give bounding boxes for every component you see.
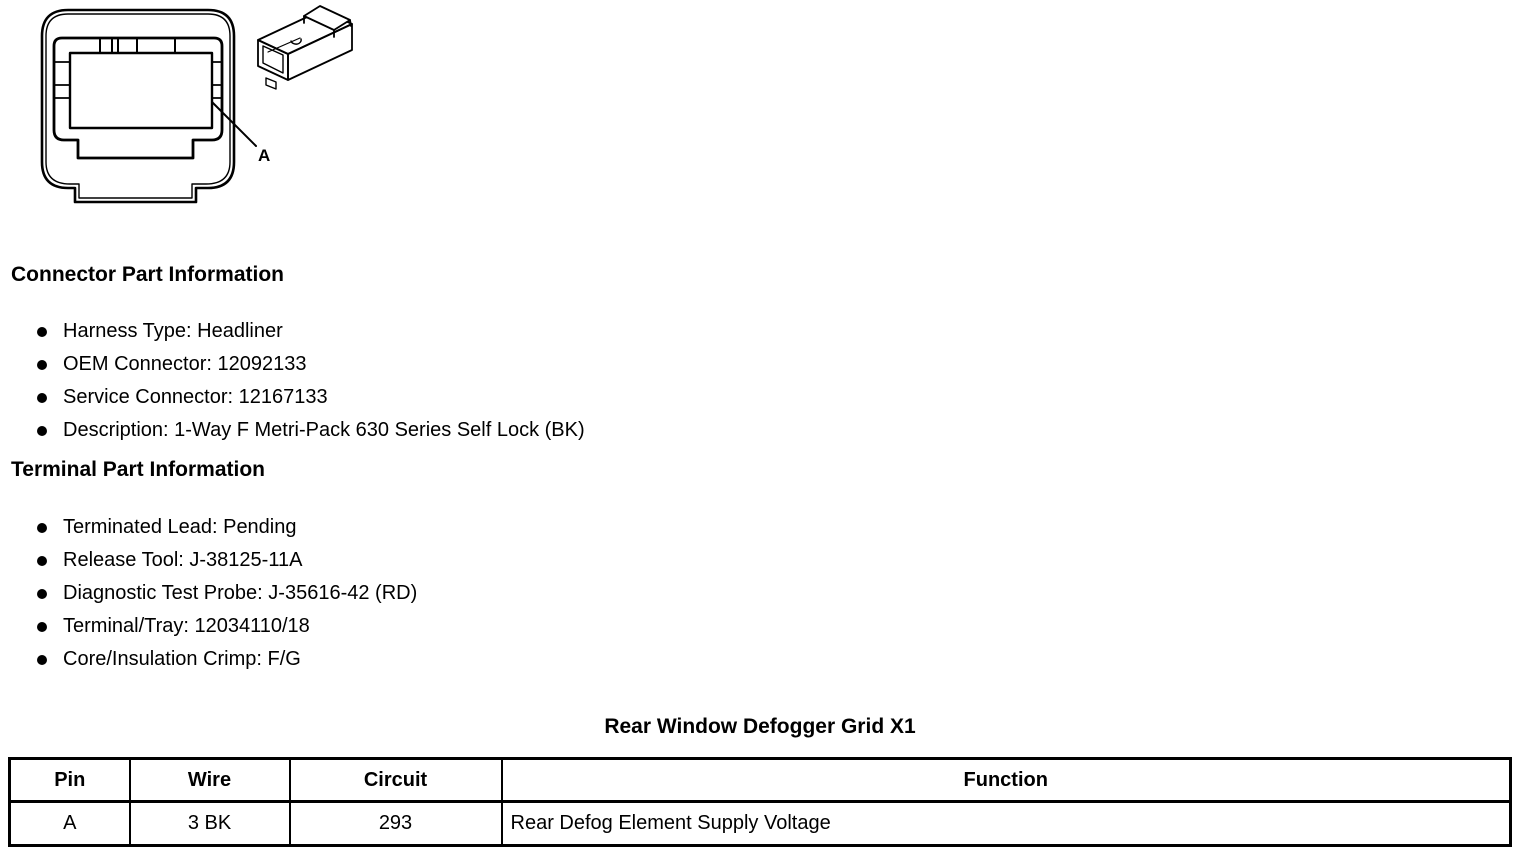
column-header-pin: Pin	[8, 757, 131, 803]
terminal-a-callout: A	[211, 101, 270, 165]
cell-function: Rear Defog Element Supply Voltage	[500, 801, 1512, 847]
bullet-icon	[37, 622, 47, 632]
table-row: A 3 BK 293 Rear Defog Element Supply Vol…	[8, 801, 1512, 847]
cell-circuit: 293	[288, 801, 503, 847]
list-item-terminal-tray: Terminal/Tray: 12034110/18	[11, 610, 417, 643]
pinout-table-title: Rear Window Defogger Grid X1	[604, 715, 916, 738]
bullet-icon	[37, 589, 47, 599]
list-item-text: Service Connector: 12167133	[63, 386, 328, 408]
cell-wire: 3 BK	[128, 801, 291, 847]
section-heading-connector-part-information: Connector Part Information	[11, 263, 285, 286]
bullet-icon	[37, 360, 47, 370]
list-item-diagnostic-test-probe: Diagnostic Test Probe: J-35616-42 (RD)	[11, 577, 417, 610]
bullet-icon	[37, 556, 47, 566]
pinout-table: Pin Wire Circuit Function A 3 BK 293 Rea…	[8, 757, 1512, 847]
list-item-text: Terminated Lead: Pending	[63, 516, 297, 538]
list-item-text: Core/Insulation Crimp: F/G	[63, 648, 301, 670]
section-heading-terminal-part-information: Terminal Part Information	[11, 458, 265, 481]
list-item-text: OEM Connector: 12092133	[63, 353, 307, 375]
list-item-text: Diagnostic Test Probe: J-35616-42 (RD)	[63, 582, 418, 604]
connector-figure: A	[40, 5, 353, 204]
bullet-icon	[37, 523, 47, 533]
connector-iso-view	[257, 5, 353, 90]
list-item-release-tool: Release Tool: J-38125-11A	[11, 544, 417, 577]
bullet-icon	[37, 393, 47, 403]
table-header-row: Pin Wire Circuit Function	[8, 757, 1512, 803]
column-header-function: Function	[500, 757, 1512, 803]
column-header-wire: Wire	[128, 757, 291, 803]
list-item-description: Description: 1-Way F Metri-Pack 630 Seri…	[11, 414, 585, 447]
cell-pin: A	[8, 801, 131, 847]
list-item-text: Description: 1-Way F Metri-Pack 630 Seri…	[63, 419, 585, 441]
list-item-service-connector: Service Connector: 12167133	[11, 381, 585, 414]
list-item-text: Harness Type: Headliner	[63, 320, 283, 342]
list-item-text: Release Tool: J-38125-11A	[63, 549, 303, 571]
terminal-info-list: Terminated Lead: Pending Release Tool: J…	[11, 511, 417, 676]
list-item-text: Terminal/Tray: 12034110/18	[63, 615, 310, 637]
list-item-harness-type: Harness Type: Headliner	[11, 315, 585, 348]
list-item-oem-connector: OEM Connector: 12092133	[11, 348, 585, 381]
list-item-core-insulation-crimp: Core/Insulation Crimp: F/G	[11, 643, 417, 676]
connector-front-view	[40, 8, 236, 204]
bullet-icon	[37, 655, 47, 665]
callout-label-a: A	[258, 146, 270, 165]
connector-info-list: Harness Type: Headliner OEM Connector: 1…	[11, 315, 585, 447]
list-item-terminated-lead: Terminated Lead: Pending	[11, 511, 417, 544]
bullet-icon	[37, 426, 47, 436]
column-header-circuit: Circuit	[288, 757, 503, 803]
bullet-icon	[37, 327, 47, 337]
